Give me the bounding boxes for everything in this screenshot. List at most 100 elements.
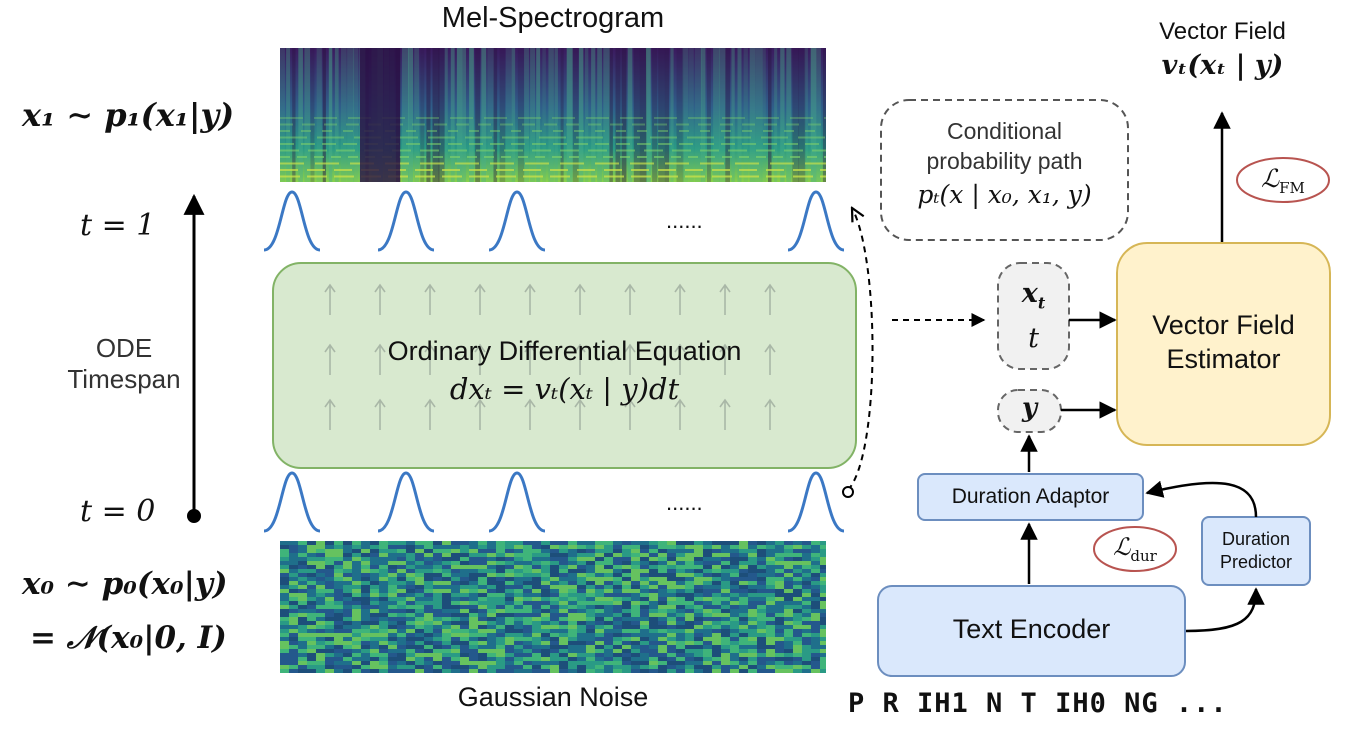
noise-cell — [748, 657, 757, 661]
noise-cell — [820, 629, 826, 633]
noise-cell — [388, 653, 397, 657]
noise-cell — [739, 641, 748, 645]
noise-cell — [631, 569, 640, 573]
noise-cell — [811, 573, 820, 577]
noise-cell — [631, 545, 640, 549]
noise-cell — [325, 637, 334, 641]
noise-cell — [514, 665, 523, 669]
noise-cell — [469, 617, 478, 621]
xt-t-input-box — [997, 262, 1070, 370]
noise-cell — [307, 541, 316, 545]
noise-cell — [388, 665, 397, 669]
noise-cell — [730, 589, 739, 593]
noise-cell — [334, 573, 343, 577]
noise-formula-line1: x₀ ∼ p₀(x₀|y) — [22, 566, 228, 602]
noise-cell — [289, 585, 298, 589]
noise-cell — [289, 633, 298, 637]
noise-cell — [694, 585, 703, 589]
noise-cell — [514, 589, 523, 593]
mel-band — [524, 48, 529, 182]
noise-cell — [640, 637, 649, 641]
noise-cell — [496, 637, 505, 641]
noise-cell — [388, 601, 397, 605]
noise-cell — [406, 661, 415, 665]
noise-cell — [442, 545, 451, 549]
noise-cell — [487, 641, 496, 645]
noise-cell — [505, 649, 514, 653]
noise-cell — [460, 557, 469, 561]
noise-cell — [352, 633, 361, 637]
noise-cell — [379, 669, 388, 673]
noise-cell — [676, 641, 685, 645]
noise-cell — [667, 597, 676, 601]
noise-cell — [352, 581, 361, 585]
duration-predictor-line1: Duration — [1221, 529, 1291, 549]
noise-cell — [577, 549, 586, 553]
noise-cell — [766, 617, 775, 621]
noise-cell — [595, 609, 604, 613]
noise-cell — [316, 605, 325, 609]
noise-cell — [685, 621, 694, 625]
noise-cell — [550, 633, 559, 637]
noise-cell — [586, 553, 595, 557]
noise-cell — [280, 553, 289, 557]
gaussian-peak — [488, 471, 546, 533]
noise-cell — [505, 665, 514, 669]
mel-band — [688, 48, 694, 182]
noise-cell — [532, 597, 541, 601]
mel-band — [682, 48, 689, 182]
noise-cell — [388, 613, 397, 617]
noise-cell — [361, 569, 370, 573]
noise-cell — [712, 597, 721, 601]
noise-cell — [388, 577, 397, 581]
noise-cell — [568, 597, 577, 601]
noise-cell — [676, 617, 685, 621]
noise-cell — [280, 613, 289, 617]
noise-cell — [514, 581, 523, 585]
noise-cell — [775, 629, 784, 633]
mel-band — [768, 48, 772, 182]
noise-cell — [811, 553, 820, 557]
noise-cell — [622, 601, 631, 605]
noise-cell — [811, 557, 820, 561]
noise-cell — [388, 657, 397, 661]
noise-cell — [667, 633, 676, 637]
noise-cell — [406, 573, 415, 577]
noise-cell — [748, 589, 757, 593]
noise-cell — [289, 601, 298, 605]
noise-cell — [298, 581, 307, 585]
noise-cell — [514, 641, 523, 645]
noise-cell — [379, 617, 388, 621]
noise-cell — [775, 561, 784, 565]
noise-cell — [478, 657, 487, 661]
noise-cell — [811, 561, 820, 565]
noise-cell — [757, 669, 766, 673]
noise-cell — [298, 565, 307, 569]
noise-cell — [379, 577, 388, 581]
noise-cell — [658, 581, 667, 585]
noise-cell — [343, 553, 352, 557]
noise-cell — [739, 637, 748, 641]
noise-cell — [532, 649, 541, 653]
noise-cell — [523, 649, 532, 653]
noise-cell — [415, 557, 424, 561]
noise-cell — [541, 581, 550, 585]
noise-cell — [424, 625, 433, 629]
noise-cell — [523, 665, 532, 669]
noise-cell — [622, 541, 631, 545]
noise-cell — [730, 581, 739, 585]
noise-cell — [469, 625, 478, 629]
noise-cell — [595, 665, 604, 669]
noise-cell — [613, 625, 622, 629]
noise-cell — [703, 633, 712, 637]
noise-cell — [766, 549, 775, 553]
noise-cell — [559, 653, 568, 657]
noise-cell — [820, 549, 826, 553]
mel-band — [755, 48, 763, 182]
noise-cell — [442, 605, 451, 609]
mel-band — [700, 48, 706, 182]
noise-cell — [298, 661, 307, 665]
flow-arrow — [624, 283, 636, 315]
noise-cell — [757, 597, 766, 601]
noise-cell — [811, 641, 820, 645]
